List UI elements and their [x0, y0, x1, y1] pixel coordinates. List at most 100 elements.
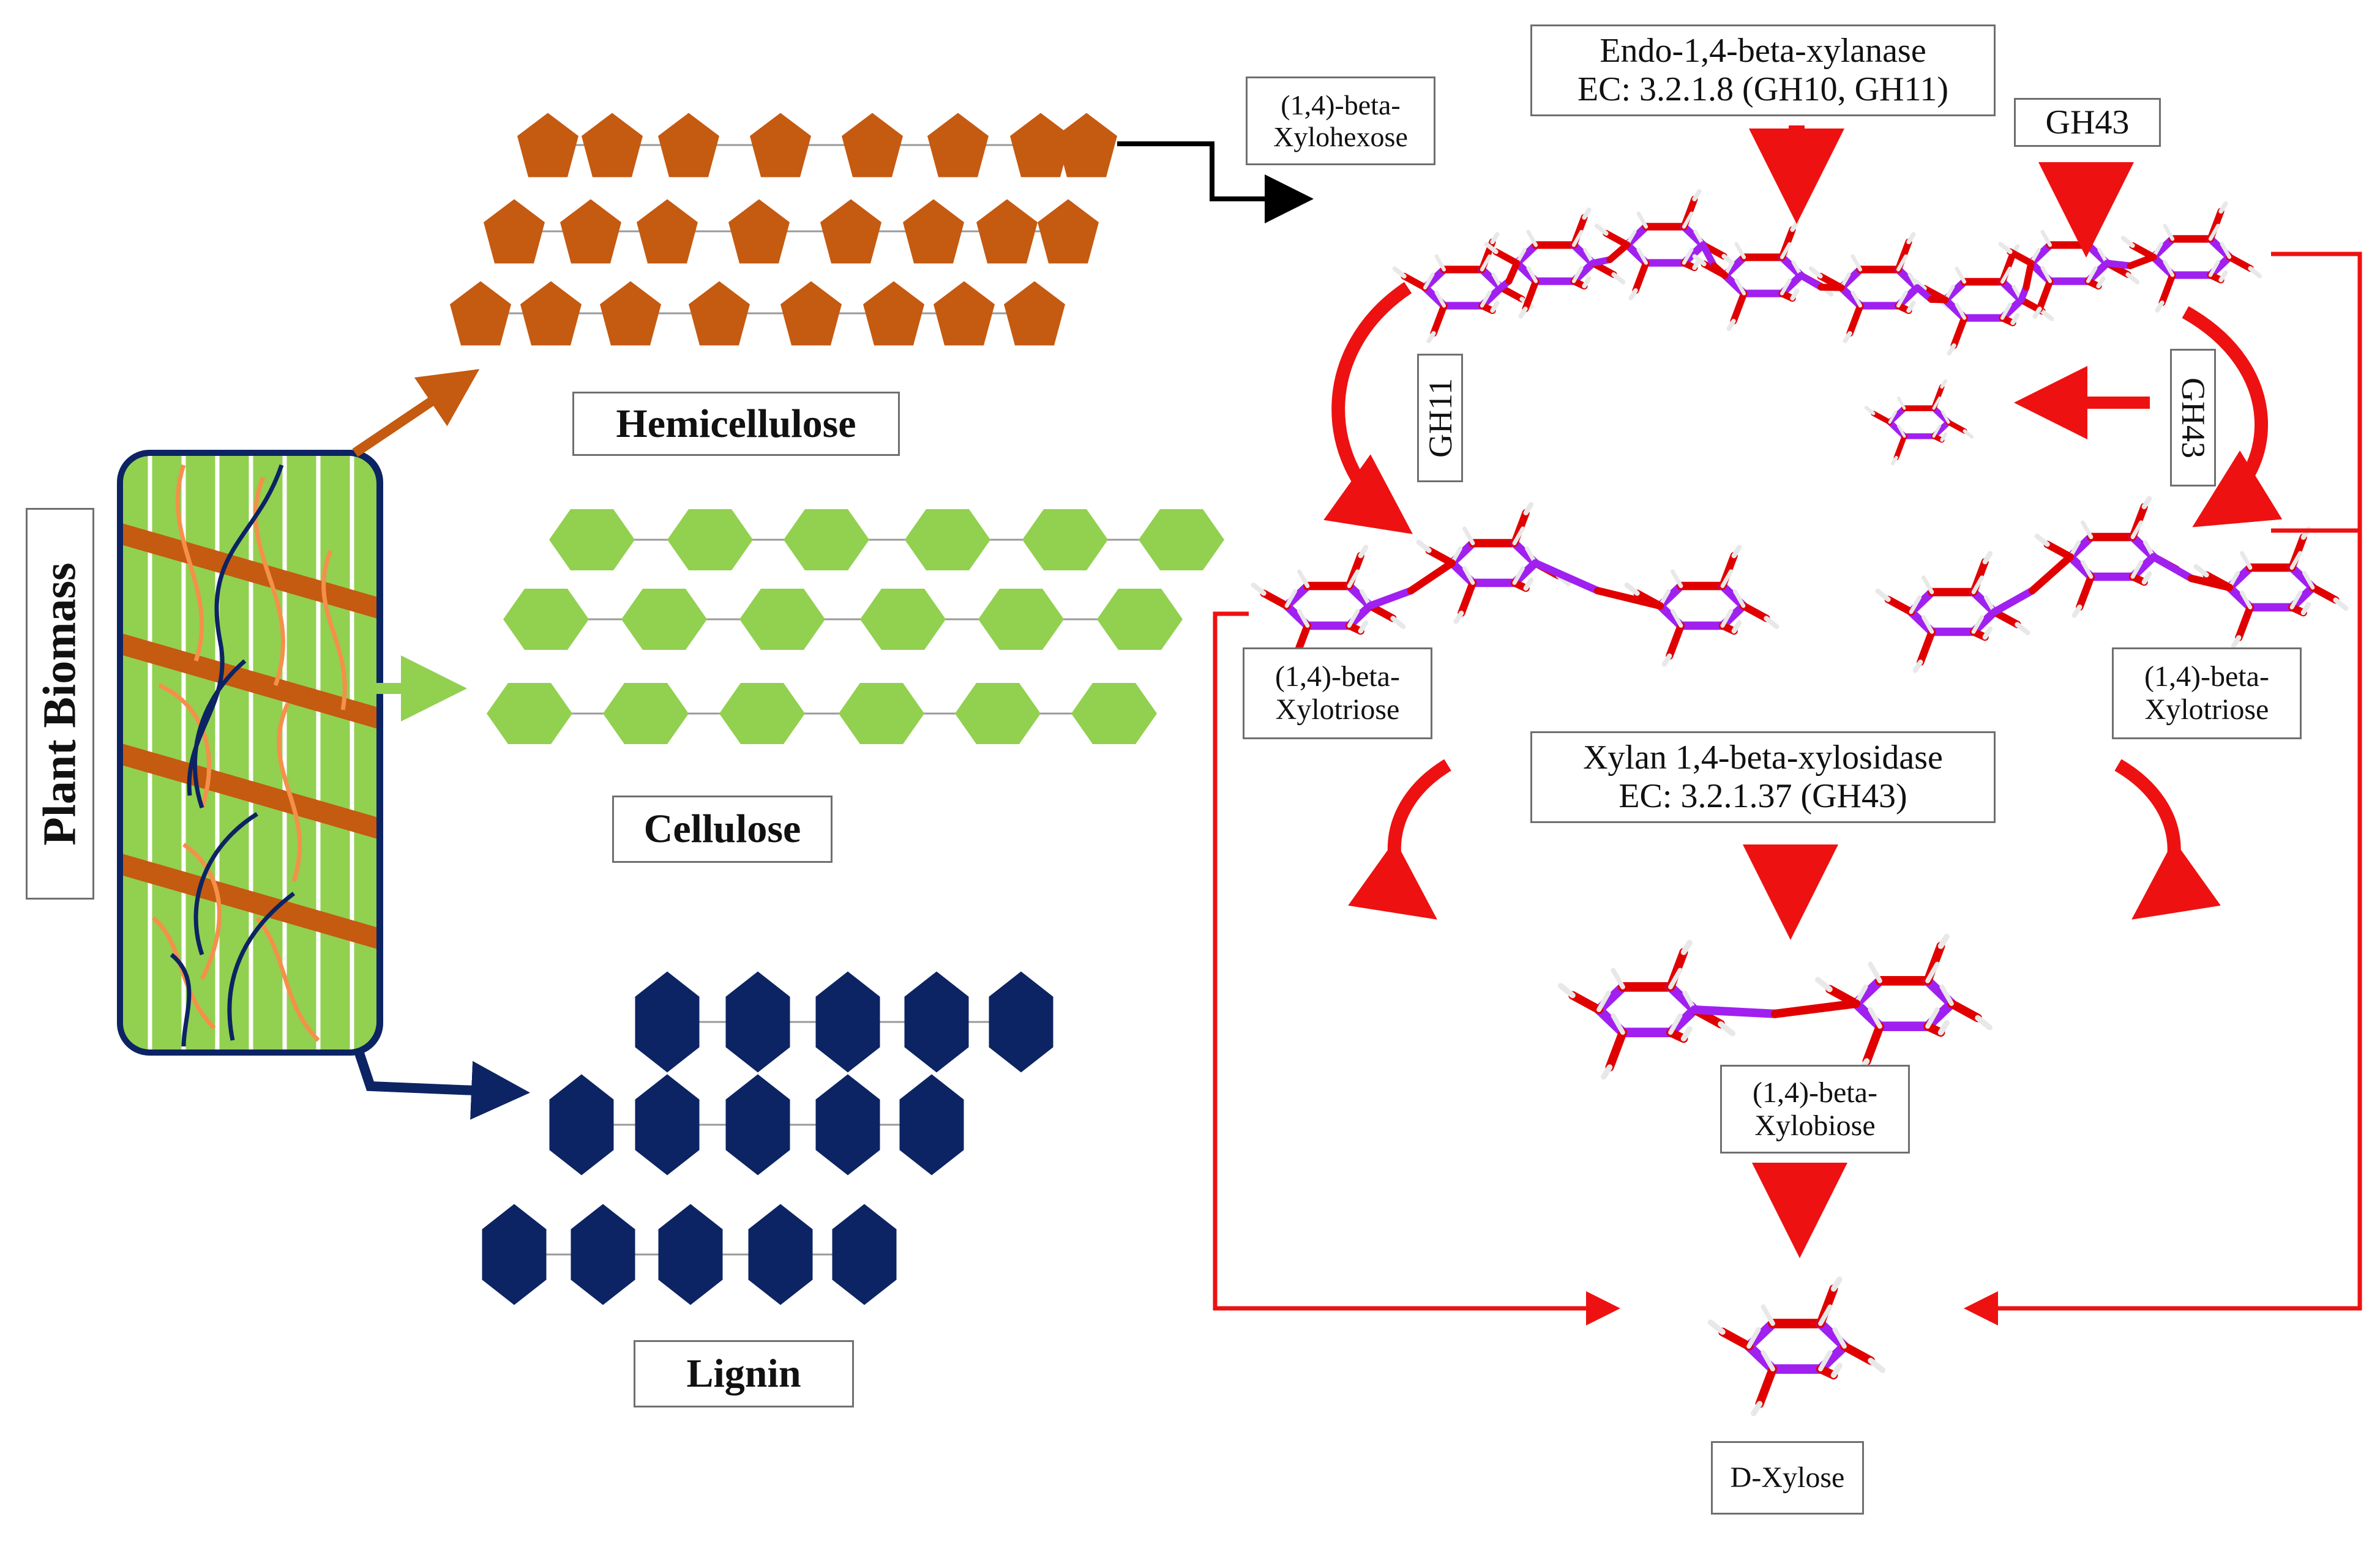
lignin-unit — [725, 971, 790, 1073]
molecule-bond — [1692, 189, 1702, 202]
plant-biomass-label: Plant Biomass — [26, 508, 94, 900]
molecule-bond — [1893, 433, 1907, 461]
lignin-unit — [635, 1074, 700, 1176]
hemicellulose-unit — [863, 281, 924, 346]
molecule-bond — [1731, 620, 1742, 634]
molecule-bond — [1670, 569, 1683, 589]
molecule-bond — [2015, 622, 2030, 636]
hemicellulose-unit — [637, 199, 698, 264]
molecule-bond — [1940, 410, 1950, 424]
molecule-bond — [2289, 591, 2303, 609]
cellulose-unit — [1071, 683, 1157, 744]
molecule-bond — [1779, 278, 1792, 296]
hemicellulose-unit — [582, 113, 643, 177]
molecule-bond — [1707, 1319, 1726, 1335]
molecule-bond — [1982, 551, 1993, 565]
molecule-bond — [1955, 266, 1967, 284]
molecule-bond — [2239, 551, 2253, 570]
molecule-bond — [1523, 577, 1534, 591]
cellulose-unit — [503, 589, 589, 650]
hemicellulose-unit — [750, 113, 811, 177]
cellulose-chains — [487, 509, 1224, 744]
cellulose-unit — [1097, 589, 1183, 650]
molecule-bond — [1940, 432, 1948, 442]
molecule-bond — [1925, 1007, 1940, 1029]
molecule-bond — [1593, 587, 1664, 610]
molecule-bond — [1666, 622, 1685, 660]
molecule-bond — [1939, 984, 1954, 1006]
molecule-bond — [2007, 248, 2035, 267]
molecule-bond — [1390, 616, 1406, 630]
molecule-bond — [1434, 290, 1446, 308]
molecule-bond — [1945, 419, 1967, 434]
molecule-bond — [1505, 259, 1521, 285]
molecule-bond — [1975, 1015, 1993, 1031]
hemicellulose-unit — [842, 113, 903, 177]
molecule-bond — [1366, 587, 1415, 610]
molecule-bond — [1596, 990, 1611, 1012]
lignin-chains — [482, 971, 1053, 1305]
molecule-bond — [2220, 242, 2232, 259]
molecule-bond — [1921, 575, 1934, 595]
cellulose-unit — [955, 683, 1041, 744]
molecule-bond — [2218, 201, 2228, 214]
molecule-bond — [1632, 259, 1650, 294]
molecule-bond — [2036, 277, 2054, 313]
molecule-bond — [1497, 284, 1525, 303]
molecule-bond — [1453, 610, 1464, 624]
molecule-bond — [1830, 1276, 1843, 1292]
molecule-bond — [1868, 1357, 1886, 1373]
molecule-bond — [1603, 229, 1631, 248]
molecule-bond — [2130, 560, 2144, 579]
molecule-bond — [1982, 626, 1993, 640]
molecule-bond — [2218, 270, 2228, 283]
molecule-bond — [1423, 272, 1435, 290]
hemicellulose-unit — [1010, 113, 1071, 177]
molecule-bond — [1523, 502, 1534, 516]
hemicellulose-unit — [976, 199, 1038, 264]
molecule-bond — [2235, 603, 2255, 642]
molecule-bond — [2300, 602, 2311, 616]
molecule-bond — [1522, 277, 1540, 313]
molecule-bond — [1990, 587, 2037, 616]
hemicellulose-unit — [560, 199, 621, 264]
molecule-bond — [1850, 254, 1863, 272]
molecule-bond — [1868, 1007, 1882, 1029]
hemicellulose-unit — [903, 199, 964, 264]
cellulose-unit — [603, 683, 689, 744]
molecule-bond — [1347, 609, 1360, 628]
molecule-bond — [1582, 207, 1592, 220]
molecule-bond — [1947, 999, 1982, 1023]
molecule-bond — [1636, 211, 1648, 229]
molecule-bond — [1971, 615, 1985, 634]
molecule-bond — [1850, 290, 1863, 308]
lignin-unit — [635, 971, 700, 1073]
molecule-bond — [1416, 539, 1432, 553]
molecule-bond — [2040, 229, 2053, 247]
molecule-bond — [1906, 232, 1916, 245]
xylobiose-label: (1,4)-beta- Xylobiose — [1720, 1065, 1910, 1154]
molecule-bond — [1755, 1365, 1778, 1409]
molecule-bond — [1462, 566, 1475, 585]
molecule-bond — [1797, 272, 1825, 291]
molecule-bond — [1770, 999, 1861, 1018]
cellulose-unit — [905, 509, 990, 570]
molecule-bond — [1761, 1349, 1775, 1372]
molecule-bond — [1718, 1327, 1754, 1351]
molecule-bond — [1690, 1005, 1780, 1018]
hemicellulose-unit — [780, 281, 842, 346]
molecule-bond — [2010, 313, 2020, 326]
cellulose-unit — [839, 683, 924, 744]
molecule-bond — [2076, 573, 2095, 611]
cellulose-unit — [978, 589, 1064, 650]
molecule-bond — [1896, 396, 1906, 410]
gh11-side-label: GH11 — [1417, 354, 1463, 482]
lignin-label: Lignin — [634, 1340, 854, 1407]
molecule-bond — [2103, 259, 2134, 269]
molecule-bond — [1601, 1064, 1613, 1080]
molecule-bond — [1710, 262, 1729, 279]
molecule-bond — [2040, 308, 2054, 321]
lignin-unit — [725, 1074, 790, 1176]
molecule-bond — [2193, 564, 2209, 578]
